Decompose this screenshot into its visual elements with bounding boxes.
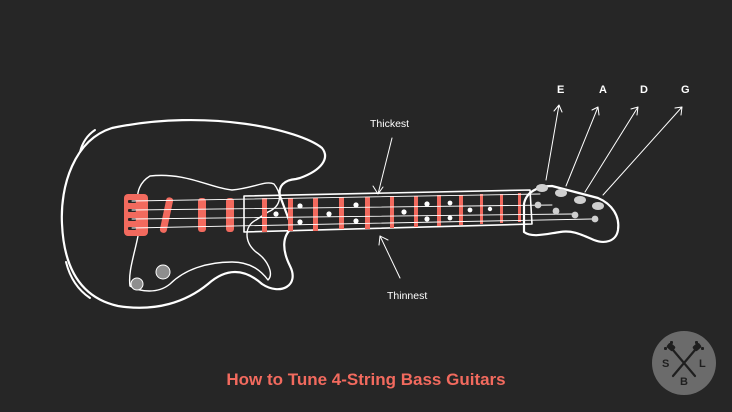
logo-letter-s: S bbox=[662, 358, 670, 370]
control-knobs bbox=[130, 264, 171, 291]
tuning-peg bbox=[555, 189, 567, 197]
thinnest-label: Thinnest bbox=[387, 290, 428, 302]
tuning-label-e: E bbox=[557, 84, 565, 96]
fret bbox=[414, 196, 418, 227]
string bbox=[131, 218, 593, 229]
fret bbox=[459, 195, 463, 225]
thickest-label: Thickest bbox=[370, 118, 410, 130]
arrow-a bbox=[565, 106, 600, 187]
inlay-dot bbox=[297, 219, 303, 225]
fret bbox=[339, 197, 344, 229]
tuning-post bbox=[534, 201, 542, 209]
arrow-e bbox=[545, 104, 563, 181]
inlay-dot bbox=[353, 202, 359, 208]
string bbox=[131, 193, 541, 202]
tuning-label-a: A bbox=[599, 84, 607, 96]
tuning-peg bbox=[536, 184, 548, 192]
knob bbox=[130, 277, 144, 291]
inlay-dot bbox=[487, 206, 493, 212]
arrow-thickest bbox=[372, 137, 393, 195]
inlay-dot bbox=[424, 216, 430, 222]
tuning-label-g: G bbox=[681, 84, 690, 96]
bridge-saddle bbox=[128, 227, 136, 230]
fret bbox=[313, 198, 318, 231]
arrow-g bbox=[602, 106, 683, 196]
pointer-arrows bbox=[372, 104, 683, 279]
bridge bbox=[124, 194, 148, 236]
fret bbox=[480, 194, 483, 224]
inlay-dot bbox=[447, 200, 453, 206]
arrow-thinnest bbox=[378, 235, 401, 279]
fret bbox=[288, 198, 293, 231]
fret bbox=[390, 196, 394, 228]
inlay-dot bbox=[447, 215, 453, 221]
knob bbox=[155, 264, 171, 280]
fret bbox=[518, 193, 521, 222]
inlay-dots bbox=[273, 200, 493, 225]
tuning-pegs bbox=[534, 184, 604, 223]
inlay-dot bbox=[401, 209, 407, 215]
fret bbox=[365, 197, 370, 229]
guitar-body-outline bbox=[60, 118, 327, 309]
inlay-dot bbox=[424, 201, 430, 207]
body-highlight-left bbox=[65, 261, 91, 299]
inlay-dot bbox=[467, 207, 473, 213]
pickup bbox=[226, 198, 234, 232]
string bbox=[131, 213, 573, 220]
pickup bbox=[159, 197, 174, 233]
tuning-label-d: D bbox=[640, 84, 648, 96]
logo-letter-l: L bbox=[699, 358, 706, 370]
inlay-dot bbox=[273, 211, 279, 217]
fret bbox=[500, 194, 503, 223]
logo-letter-b: B bbox=[680, 376, 688, 388]
inlay-dot bbox=[326, 211, 332, 217]
crossed-guitar-necks-icon bbox=[664, 341, 704, 378]
diagram-title: How to Tune 4-String Bass Guitars bbox=[226, 370, 506, 389]
tuning-post bbox=[571, 211, 579, 219]
bridge-saddle bbox=[128, 200, 136, 203]
tuning-peg bbox=[574, 196, 586, 204]
arrow-d bbox=[584, 106, 639, 193]
string-group bbox=[131, 193, 593, 229]
inlay-dot bbox=[353, 218, 359, 224]
fret-group bbox=[262, 193, 521, 232]
tuning-peg bbox=[592, 202, 604, 210]
tuning-post bbox=[552, 207, 560, 215]
bridge-saddle bbox=[128, 209, 136, 212]
fret bbox=[262, 198, 267, 232]
brand-logo: S L B bbox=[652, 331, 716, 395]
body-highlight-top bbox=[79, 129, 96, 153]
pickup bbox=[198, 198, 206, 232]
neck-outline bbox=[243, 189, 533, 233]
inlay-dot bbox=[297, 203, 303, 209]
pickups-and-bridge bbox=[124, 194, 234, 236]
pickguard-outline bbox=[128, 174, 281, 292]
bridge-saddle bbox=[128, 218, 136, 221]
headstock-outline bbox=[522, 184, 620, 243]
fret bbox=[437, 195, 441, 226]
tuning-post bbox=[591, 215, 599, 223]
string bbox=[131, 204, 553, 211]
